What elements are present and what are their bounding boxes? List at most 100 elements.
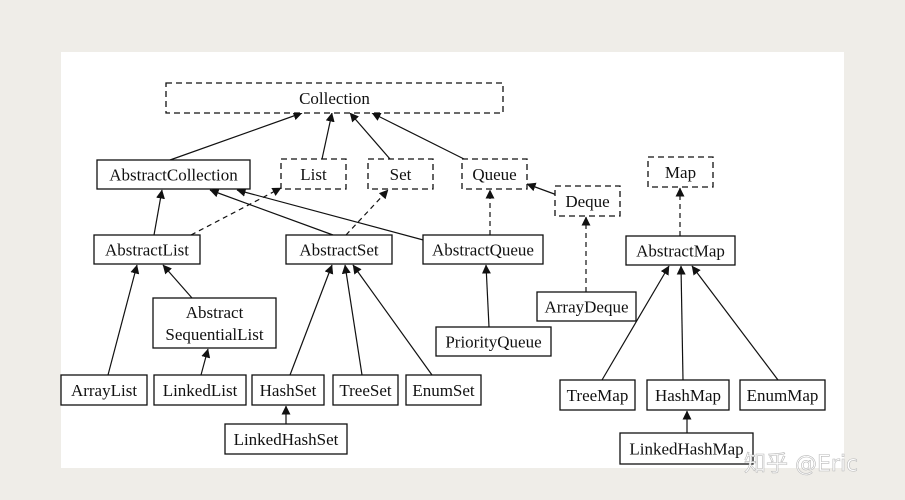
node-label-line: HashSet — [260, 381, 317, 400]
node-linked-list: LinkedList — [153, 374, 247, 406]
node-label-array-list: ArrayList — [71, 381, 137, 400]
edges-layer — [107, 111, 779, 433]
node-label-set: Set — [390, 165, 412, 184]
node-hash-set: HashSet — [251, 374, 325, 406]
node-box-abstract-sequential-list — [152, 297, 277, 349]
edge-array-list-to-abstract-list — [107, 264, 140, 376]
node-box-enum-set — [405, 374, 482, 406]
node-label-enum-map: EnumMap — [747, 386, 819, 405]
node-box-hash-map — [646, 379, 730, 411]
node-label-tree-set: TreeSet — [339, 381, 392, 400]
node-abstract-list: AbstractList — [93, 234, 201, 265]
node-label-line: PriorityQueue — [445, 333, 541, 352]
node-deque: Deque — [554, 185, 621, 217]
node-label-queue: Queue — [472, 165, 516, 184]
node-hash-map: HashMap — [646, 379, 730, 411]
edge-deque-to-queue — [526, 182, 558, 196]
node-label-linked-list: LinkedList — [163, 381, 238, 400]
edge-abstract-set-to-abstract-collection — [209, 188, 334, 236]
node-abstract-collection: AbstractCollection — [96, 159, 251, 190]
node-box-list — [280, 158, 347, 190]
node-box-deque — [554, 185, 621, 217]
node-box-abstract-collection — [96, 159, 251, 190]
edge-linked-list-to-abstract-sequential-list — [200, 348, 211, 376]
node-box-linked-hash-set — [224, 423, 348, 455]
edge-abstract-collection-to-collection — [169, 111, 303, 161]
node-array-list: ArrayList — [60, 374, 148, 406]
node-box-array-deque — [536, 291, 637, 322]
node-label-array-deque: ArrayDeque — [544, 298, 628, 317]
node-label-line: Abstract — [186, 303, 244, 322]
node-enum-map: EnumMap — [739, 379, 826, 411]
node-label-abstract-map: AbstractMap — [636, 242, 725, 261]
node-priority-queue: PriorityQueue — [435, 326, 552, 357]
node-box-priority-queue — [435, 326, 552, 357]
edge-abstract-list-to-abstract-collection — [153, 189, 165, 236]
node-label-line: TreeSet — [339, 381, 392, 400]
node-label-line: ArrayList — [71, 381, 137, 400]
node-abstract-set: AbstractSet — [285, 234, 393, 265]
node-linked-hash-set: LinkedHashSet — [224, 423, 348, 455]
node-label-abstract-set: AbstractSet — [299, 241, 379, 260]
node-label-line: Map — [665, 163, 696, 182]
node-label-abstract-queue: AbstractQueue — [432, 241, 534, 260]
node-label-line: Collection — [299, 89, 370, 108]
node-label-collection: Collection — [299, 89, 370, 108]
node-label-line: EnumSet — [412, 381, 475, 400]
node-box-linked-hash-map — [619, 432, 754, 465]
node-label-list: List — [300, 165, 327, 184]
node-box-tree-set — [332, 374, 399, 406]
node-label-line: Set — [390, 165, 412, 184]
edge-abstract-set-to-set — [345, 189, 389, 236]
node-set: Set — [367, 158, 434, 190]
node-label-line: ArrayDeque — [544, 298, 628, 317]
node-box-hash-set — [251, 374, 325, 406]
node-enum-set: EnumSet — [405, 374, 482, 406]
edge-priority-queue-to-abstract-queue — [481, 264, 491, 328]
node-label-hash-map: HashMap — [655, 386, 721, 405]
node-label-line: EnumMap — [747, 386, 819, 405]
node-label-priority-queue: PriorityQueue — [445, 333, 541, 352]
node-label-line: TreeMap — [567, 386, 629, 405]
node-label-hash-set: HashSet — [260, 381, 317, 400]
node-tree-set: TreeSet — [332, 374, 399, 406]
node-label-linked-hash-map: LinkedHashMap — [629, 440, 743, 459]
node-label-line: AbstractQueue — [432, 241, 534, 260]
watermark: 知乎 @Eric — [744, 452, 858, 477]
edge-enum-map-to-abstract-map — [691, 265, 779, 381]
node-label-linked-hash-set: LinkedHashSet — [234, 430, 339, 449]
edge-list-to-collection — [321, 112, 335, 160]
edge-hash-set-to-abstract-set — [289, 264, 334, 376]
node-label-line: AbstractMap — [636, 242, 725, 261]
node-box-collection — [165, 82, 504, 114]
edge-hash-map-to-abstract-map — [676, 265, 686, 381]
node-label-line: Queue — [472, 165, 516, 184]
node-label-line: LinkedHashMap — [629, 440, 743, 459]
node-map: Map — [647, 156, 714, 188]
node-label-map: Map — [665, 163, 696, 182]
node-label-line: HashMap — [655, 386, 721, 405]
node-box-abstract-map — [625, 235, 736, 266]
node-label-line: AbstractList — [105, 241, 189, 260]
node-collection: Collection — [165, 82, 504, 114]
edge-set-to-collection — [349, 112, 391, 160]
node-box-linked-list — [153, 374, 247, 406]
node-label-line: Deque — [565, 192, 609, 211]
node-label-line: SequentialList — [165, 325, 263, 344]
edge-abstract-list-to-list — [190, 187, 282, 236]
edge-abstract-queue-to-abstract-collection — [236, 187, 428, 242]
node-tree-map: TreeMap — [559, 379, 636, 411]
node-box-set — [367, 158, 434, 190]
edge-tree-set-to-abstract-set — [341, 264, 363, 376]
node-box-enum-map — [739, 379, 826, 411]
node-label-deque: Deque — [565, 192, 609, 211]
node-box-abstract-queue — [422, 234, 544, 265]
node-label-line: AbstractCollection — [109, 166, 238, 185]
node-box-abstract-list — [93, 234, 201, 265]
node-label-line: AbstractSet — [299, 241, 379, 260]
